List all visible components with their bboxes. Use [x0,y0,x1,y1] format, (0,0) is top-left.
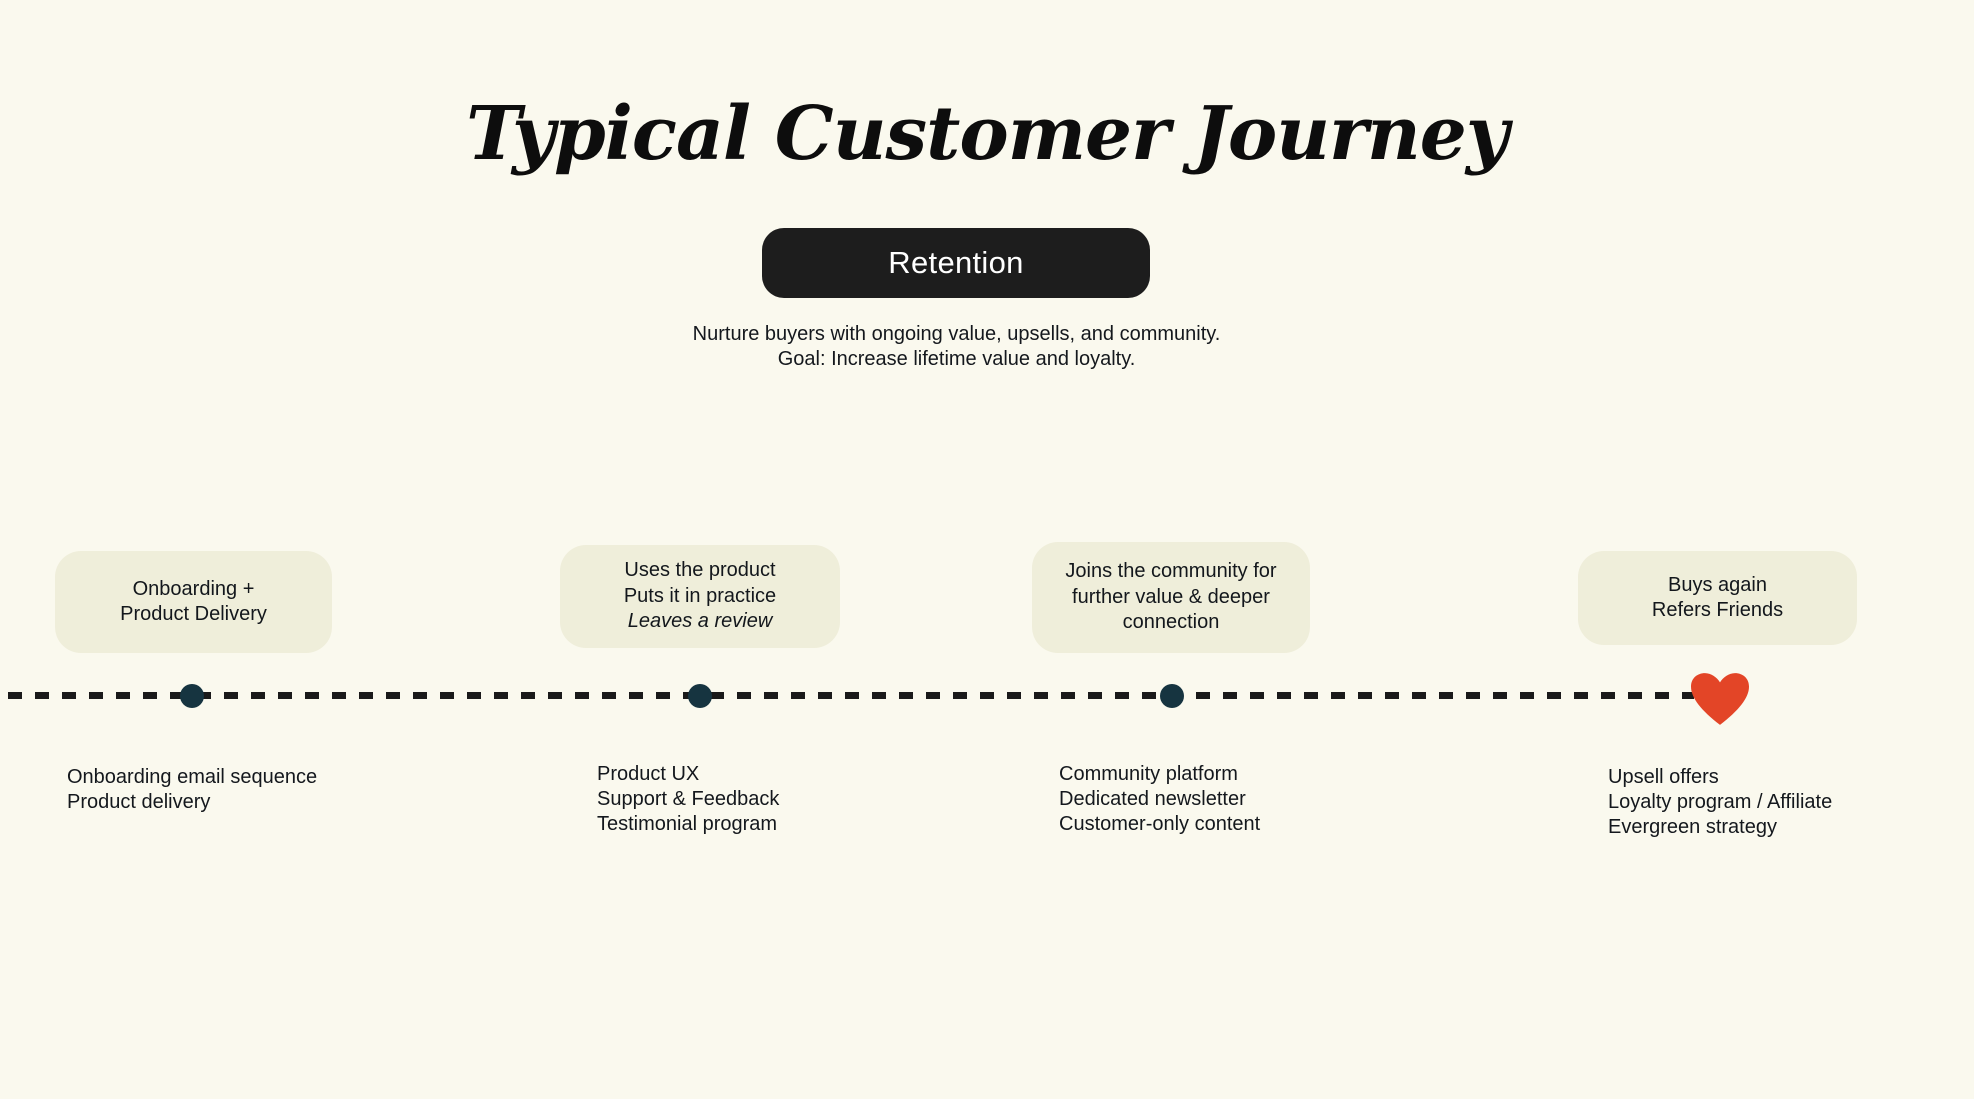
stage-note: Upsell offers [1608,766,1719,788]
stage-notes-usage: Product UX Support & Feedback Testimonia… [597,762,779,837]
stage-box-community: Joins the community for further value & … [1032,542,1310,653]
stage-box-usage: Uses the product Puts it in practice Lea… [560,545,840,648]
stage-note: Dedicated newsletter [1059,788,1246,810]
stage-note: Customer-only content [1059,813,1261,835]
stage-note: Community platform [1059,763,1238,785]
timeline-dot-1 [180,684,204,708]
stage-note: Support & Feedback [597,788,780,810]
stage-notes-onboarding: Onboarding email sequence Product delive… [67,765,317,815]
stage-box-line: Refers Friends [1651,599,1784,621]
stage-box-repeat-purchase: Buys again Refers Friends [1578,551,1857,645]
stage-box-line: Uses the product [624,559,776,582]
timeline-dashed-line [8,692,1694,699]
retention-stage-badge[interactable]: Retention [762,228,1150,298]
stage-box-line: Leaves a review [627,610,773,633]
timeline-dot-2 [688,684,712,708]
stage-note: Product UX [597,763,700,785]
stage-note: Evergreen strategy [1608,816,1777,838]
stage-box-onboarding: Onboarding + Product Delivery [55,551,332,653]
stage-box-line: Buys again [1668,573,1767,596]
stage-note: Product delivery [67,791,211,813]
stage-notes-community: Community platform Dedicated newsletter … [1059,762,1260,837]
stage-box-line: Onboarding + [132,577,255,600]
stage-description-line: Nurture buyers with ongoing value, upsel… [692,323,1221,345]
stage-box-line: Product Delivery [120,603,267,625]
retention-stage-badge-label: Retention [888,245,1024,280]
stage-box-line: connection [1122,611,1220,634]
stage-description: Nurture buyers with ongoing value, upsel… [0,322,1913,372]
stage-notes-repeat-purchase: Upsell offers Loyalty program / Affiliat… [1608,765,1832,840]
timeline-dot-3 [1160,684,1184,708]
heart-icon [1691,673,1749,725]
stage-box-line: Joins the community for [1065,560,1277,583]
stage-box-line: further value & deeper [1072,585,1270,608]
stage-description-line: Goal: Increase lifetime value and loyalt… [777,348,1136,370]
page-title: Typical Customer Journey [466,91,1509,177]
stage-box-line: Puts it in practice [623,584,777,607]
stage-note: Testimonial program [597,813,778,835]
stage-note: Onboarding email sequence [67,766,318,788]
stage-note: Loyalty program / Affiliate [1608,791,1833,813]
